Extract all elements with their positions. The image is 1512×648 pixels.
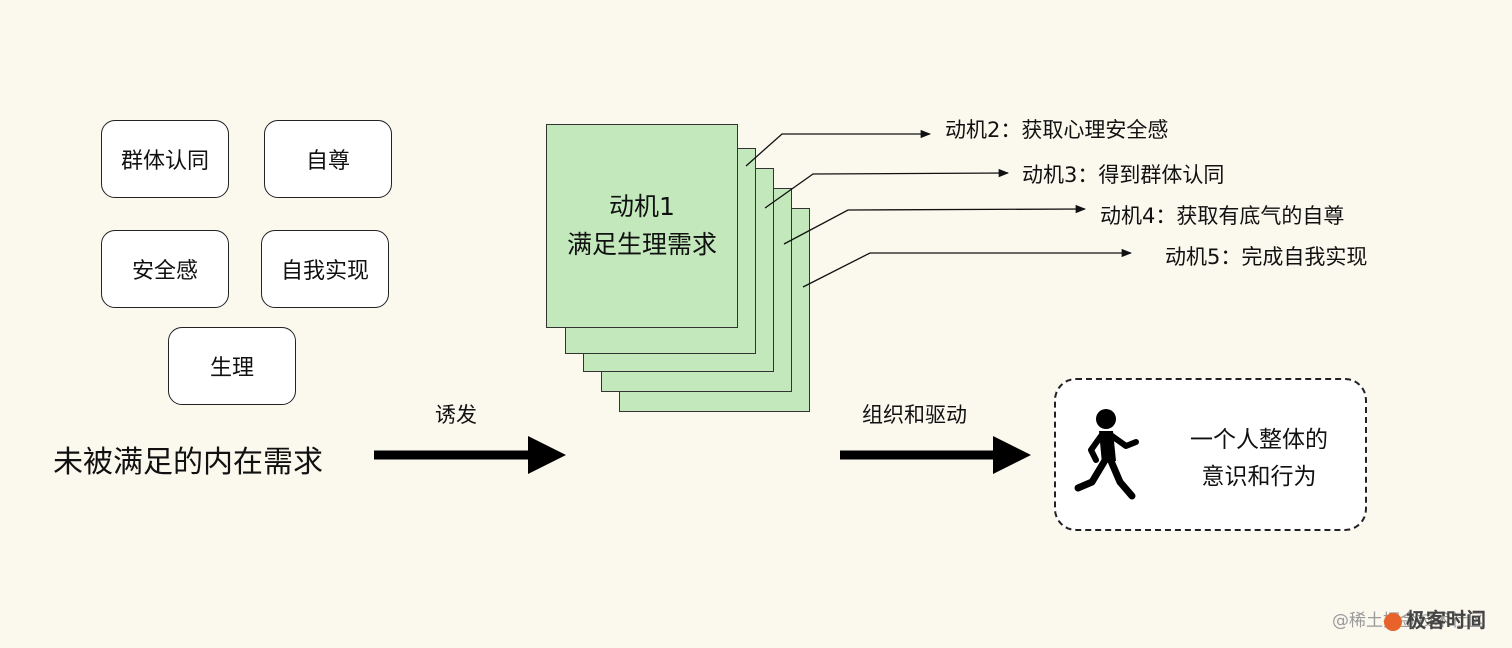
need-label-physiology: 生理 xyxy=(209,356,254,381)
motive-2-connector xyxy=(745,129,932,167)
motive-5-connector xyxy=(802,248,1133,288)
watermark-text: @稀土掘金技术社区 xyxy=(1332,611,1485,631)
motive-4-connector xyxy=(783,204,1087,245)
need-box-group-identity: 群体认同 xyxy=(101,120,229,198)
need-label-self-actualization: 自我实现 xyxy=(280,259,369,284)
need-label-security: 安全感 xyxy=(131,259,198,284)
motive-card-1: 动机1 满足生理需求 xyxy=(546,124,738,328)
need-label-group-identity: 群体认同 xyxy=(120,149,209,174)
result-box: 一个人整体的 意识和行为 xyxy=(1054,378,1367,531)
watermark-logo: 极客时间 xyxy=(1384,604,1486,633)
watermark-logo-text: 极客时间 xyxy=(1406,608,1486,632)
organize-label: 组织和驱动 xyxy=(862,403,967,427)
need-box-security: 安全感 xyxy=(101,230,229,308)
motive-3-connector xyxy=(764,168,1010,209)
trigger-arrow-head xyxy=(528,436,566,474)
motive-card-1-title: 动机1 xyxy=(609,192,675,221)
need-box-self-actualization: 自我实现 xyxy=(261,230,389,308)
running-person-icon xyxy=(1074,409,1139,500)
motive-5-label: 动机5：完成自我实现 xyxy=(1165,245,1368,269)
motive-card-1-subtitle: 满足生理需求 xyxy=(566,230,717,259)
need-box-physiology: 生理 xyxy=(168,327,296,405)
need-label-self-esteem: 自尊 xyxy=(305,149,350,174)
result-line-1: 一个人整体的 xyxy=(1190,427,1328,453)
motive-2-label: 动机2：获取心理安全感 xyxy=(945,118,1169,142)
motive-4-label: 动机4：获取有底气的自尊 xyxy=(1100,204,1345,228)
motive-3-label: 动机3：得到群体认同 xyxy=(1022,163,1225,187)
organize-arrow-head xyxy=(993,436,1031,474)
unmet-needs-label: 未被满足的内在需求 xyxy=(53,445,323,480)
result-text: 一个人整体的 意识和行为 xyxy=(1174,422,1344,496)
logo-icon xyxy=(1384,612,1402,631)
result-line-2: 意识和行为 xyxy=(1201,464,1317,490)
need-box-self-esteem: 自尊 xyxy=(264,120,392,198)
trigger-label: 诱发 xyxy=(435,403,477,427)
